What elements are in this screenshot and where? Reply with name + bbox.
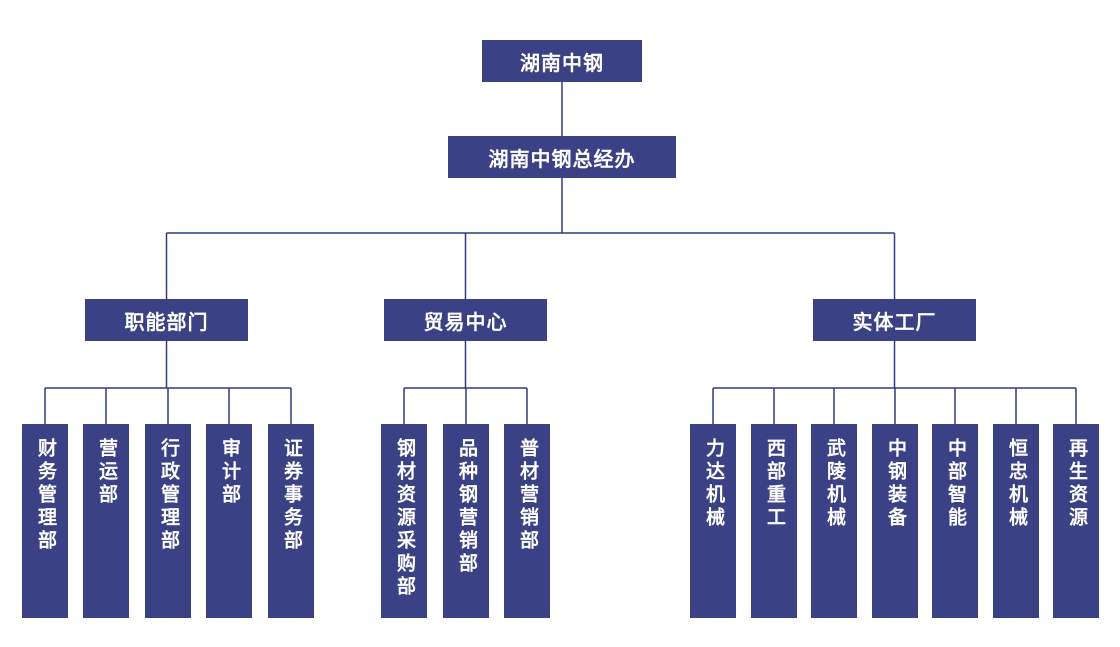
org-node-physical-factories: 实体工厂 — [813, 299, 976, 341]
org-node-western-heavy-industry: 西部重工 — [751, 424, 797, 618]
org-node-administration-dept: 行政管理部 — [145, 424, 191, 618]
org-node-securities-affairs-dept: 证券事务部 — [268, 424, 314, 618]
org-node-operations-dept: 营运部 — [83, 424, 129, 618]
org-node-hengzhong-machinery: 恒忠机械 — [993, 424, 1039, 618]
org-node-lida-machinery: 力达机械 — [690, 424, 736, 618]
org-node-root: 湖南中钢 — [482, 40, 642, 82]
org-node-audit-dept: 审计部 — [206, 424, 252, 618]
org-node-zhonggang-equipment: 中钢装备 — [872, 424, 918, 618]
org-node-central-intelligent: 中部智能 — [932, 424, 978, 618]
org-node-specialty-steel-marketing-dept: 品种钢营销部 — [443, 424, 489, 618]
org-node-trade-center: 贸易中心 — [384, 299, 547, 341]
org-node-finance-management-dept: 财务管理部 — [22, 424, 68, 618]
org-node-wuling-machinery: 武陵机械 — [811, 424, 857, 618]
org-node-general-steel-marketing-dept: 普材营销部 — [504, 424, 550, 618]
org-node-recycled-resources: 再生资源 — [1053, 424, 1099, 618]
org-node-functional-departments: 职能部门 — [85, 299, 248, 341]
org-node-general-manager-office: 湖南中钢总经办 — [448, 136, 676, 178]
org-node-steel-resource-procurement-dept: 钢材资源采购部 — [381, 424, 427, 618]
